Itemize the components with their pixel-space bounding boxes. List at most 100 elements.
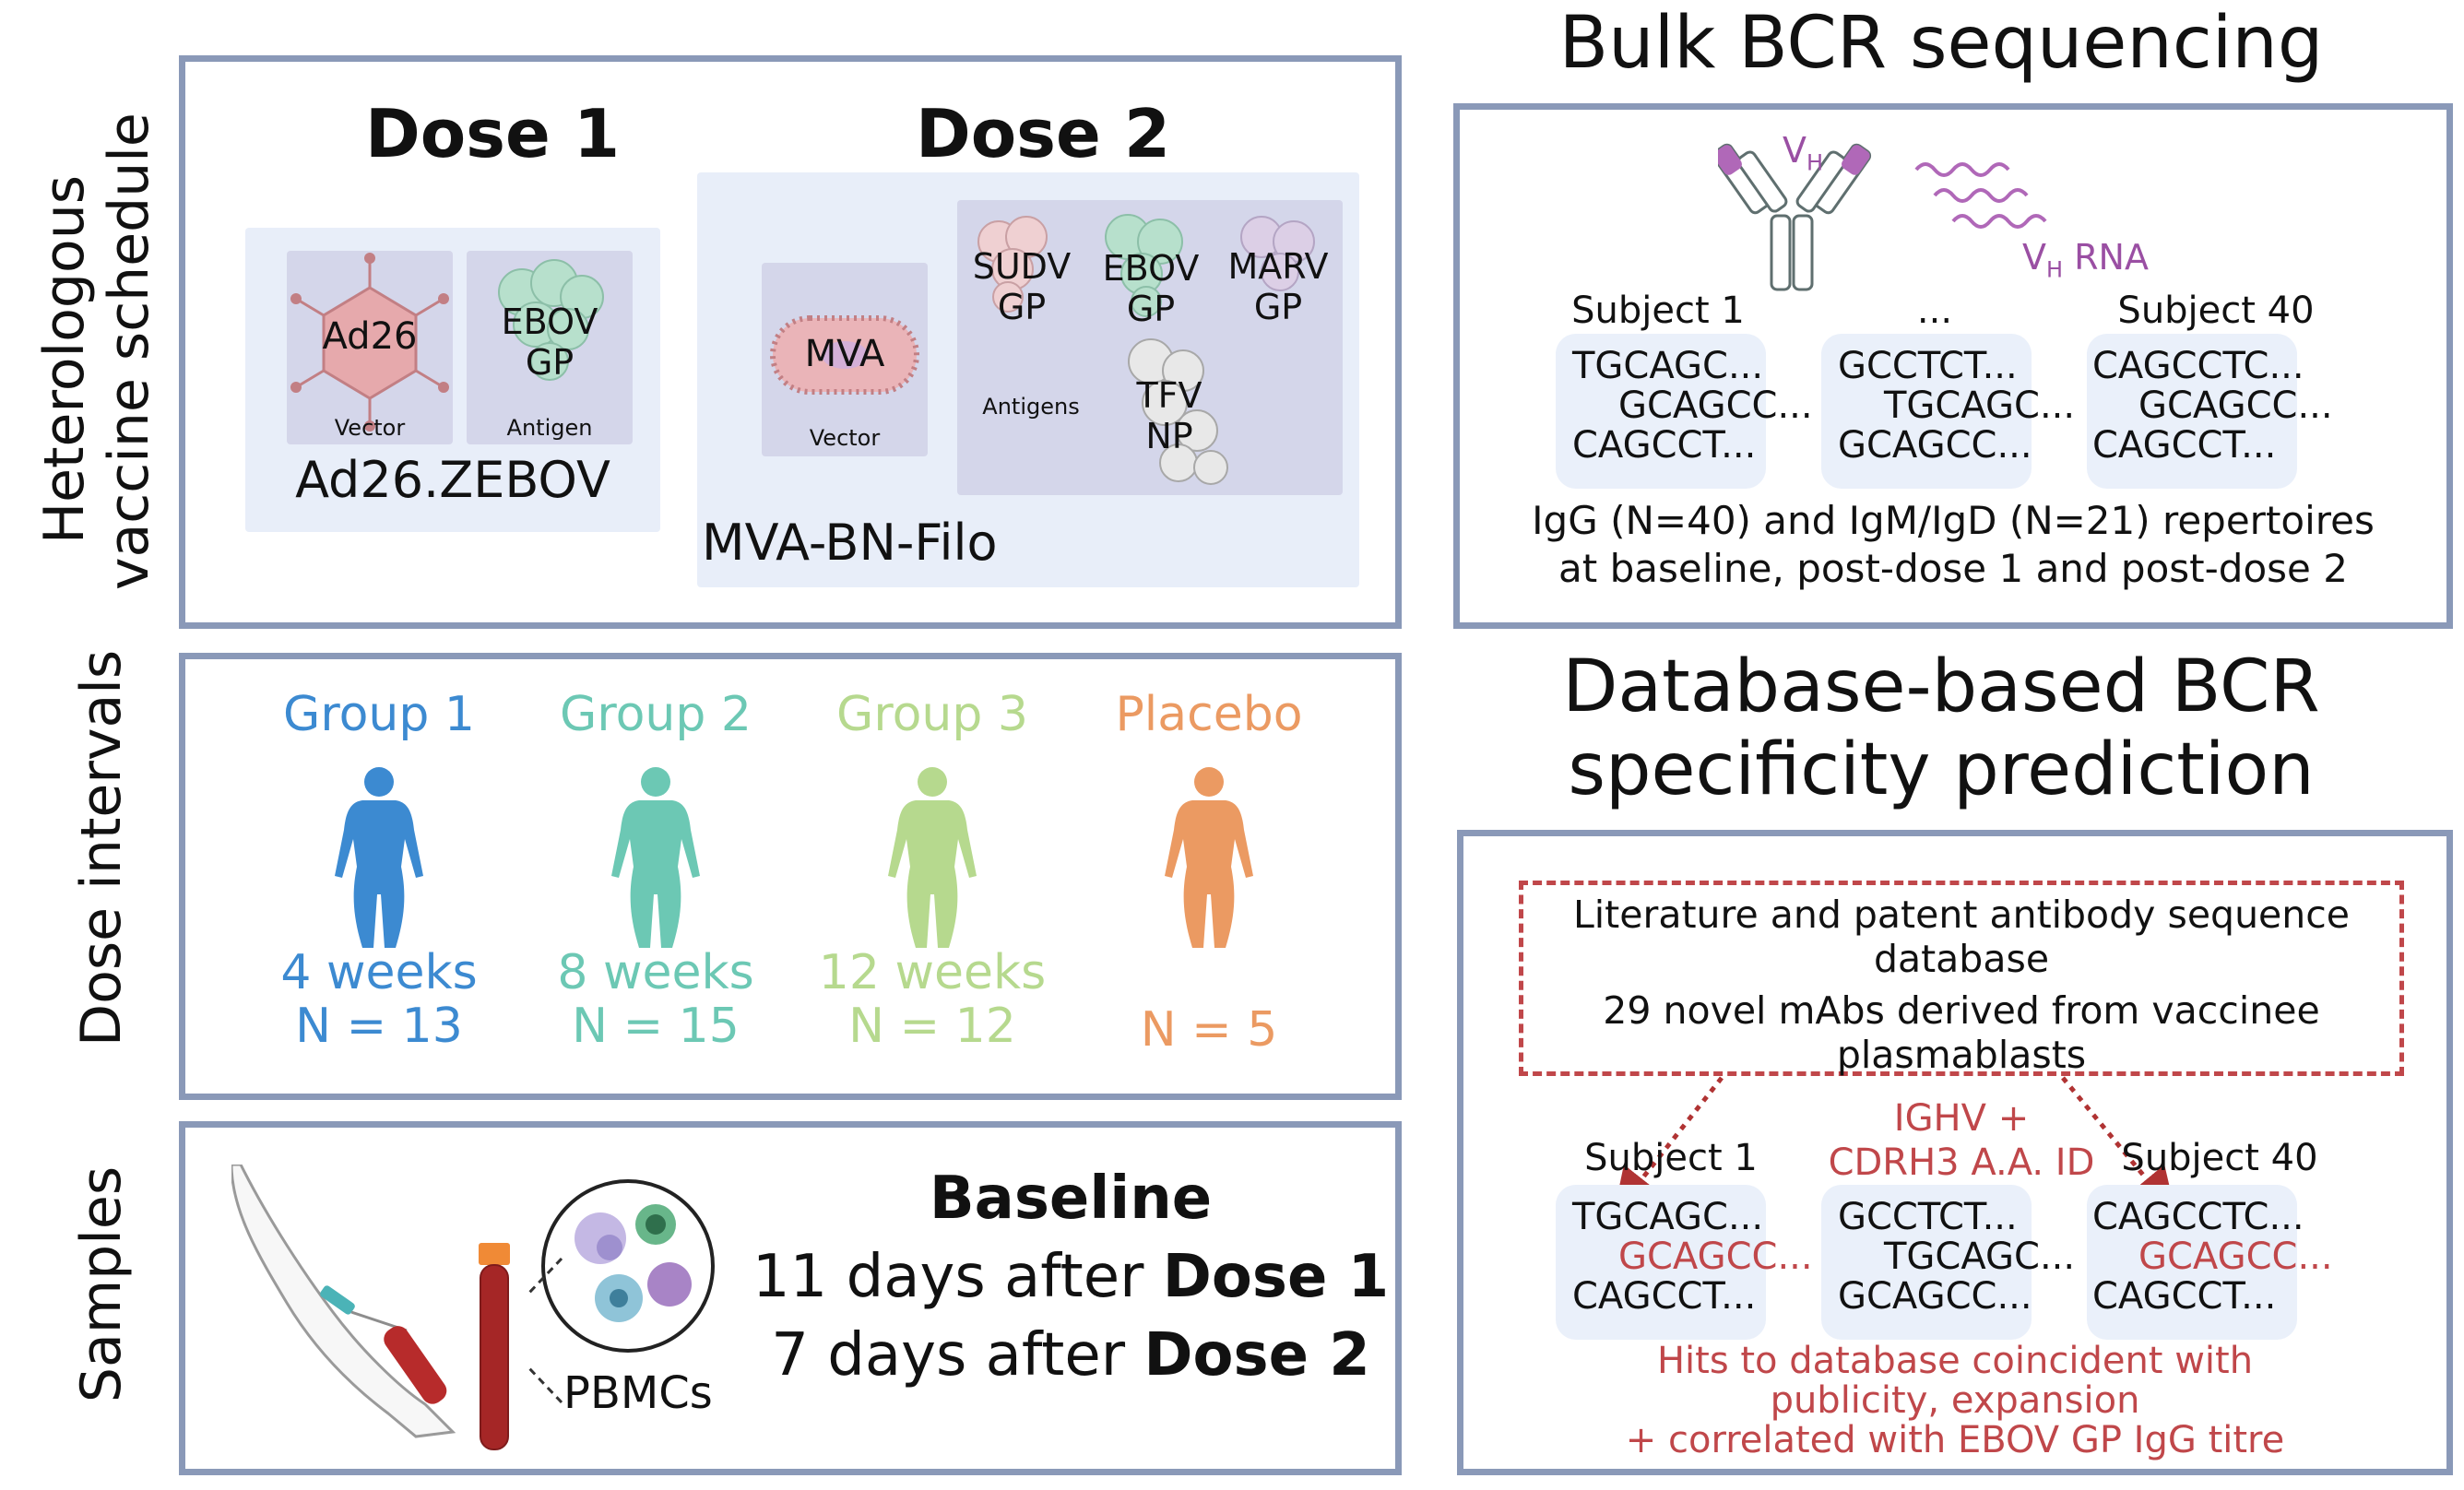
dose2-vector-caption: Vector [809,425,881,451]
person-icon [335,767,423,948]
baseline-label: Baseline [929,1165,1213,1233]
timepoint1-dose: Dose 1 [1162,1243,1390,1311]
ad26-vector-card: Ad26 Vector [287,251,453,444]
seq-line: GCAGCC... [1838,424,2032,467]
bulk-seq-box-1: TGCAGC... GCAGCC... CAGCCT... [1556,334,1813,489]
antibody-icon [1718,143,1872,291]
ebov-antigen-card: EBOV GP Antigen [467,251,633,444]
prediction-seq-box-2: GCCTCT... TGCAGC... GCAGCC... [1821,1185,2075,1340]
hits-line3: + correlated with EBOV GP IgG titre [1625,1419,2285,1461]
arm-blood-draw-icon [231,1165,456,1438]
person-icon [611,767,700,948]
bulk-seq-box-2: GCCTCT... TGCAGC... GCAGCC... [1821,334,2075,489]
sudv-gp-icon [977,216,1048,313]
timepoint2-prefix: 7 days after [771,1321,1144,1389]
seq-line: TGCAGC... [1884,1236,2076,1278]
marv-line1: MARV [1227,246,1329,287]
marv-gp-label: MARV GP [1214,246,1343,327]
samples-panel: PBMCs Baseline 11 days after Dose 1 7 da… [179,1121,1402,1475]
timepoint1-prefix: 11 days after [752,1243,1163,1311]
tfv-np-icon [1128,338,1228,485]
marv-gp-icon [1240,216,1315,291]
group-name: Group 2 [560,687,752,742]
antibody-database-box: Literature and patent antibody sequence … [1519,881,2404,1077]
prediction-title: Database-based BCR specificity predictio… [1457,645,2425,811]
seq-line-hit: GCAGCC... [1618,1236,1813,1278]
antigens-caption: Antigens [982,394,1080,420]
mva-product-name: MVA-BN-Filo [702,514,998,572]
sudv-line1: SUDV [972,246,1072,287]
prediction-title-line2: specificity prediction [1568,728,2315,811]
samples-side-label: Samples [69,1165,134,1403]
person-icon [888,767,977,948]
hits-caption: Hits to database coincident with publici… [1463,1342,2446,1460]
seq-line: CAGCCT... [2092,1275,2277,1318]
person-icon [1165,767,1253,948]
seq-line: CAGCCT... [1572,1275,1757,1318]
mva-label: MVA [804,333,885,375]
group-name: Group 1 [283,687,475,742]
db-line4: plasmablasts [1836,1033,2087,1077]
seq-line: CAGCCTC... [2092,1196,2304,1238]
ebov-line1: EBOV [1102,248,1200,289]
match-arrows [1613,1076,2176,1215]
seq-line: GCAGCC... [1838,1275,2032,1318]
prediction-title-line1: Database-based BCR [1562,645,2320,728]
db-line2: database [1873,937,2050,981]
filovirus-antigen-icons [977,214,1315,485]
bulk-panel: VH VH RNA Subject 1 ... Subject 40 TGCAG… [1453,103,2453,629]
vh-subscript: H [1807,149,1824,176]
schedule-side-label: Heterologous vaccine schedule [32,112,161,590]
magnify-lines-icon [527,1257,563,1404]
db-line3: 29 novel mAbs derived from vaccinee [1603,988,2320,1033]
dose1-card: Ad26 Vector EBOV GP Antigen Ad26.ZEBOV [245,228,660,532]
bulk-caption: IgG (N=40) and IgM/IgD (N=21) repertoire… [1460,497,2446,593]
tfv-line1: TFV [1136,375,1202,416]
seq-line: GCAGCC... [1618,384,1813,427]
pbmcs-label: PBMCs [563,1367,713,1419]
vh-letter: V [1783,130,1807,171]
timepoint2-dose: Dose 2 [1143,1321,1370,1389]
dose1-antigen-label: EBOV GP [467,302,633,383]
bulk-subject-last: Subject 40 [2117,290,2315,332]
dose1-title: Dose 1 [364,95,621,172]
match-criteria-label: IGHV + CDRH3 A.A. ID [1814,1096,2109,1185]
sudv-line2: GP [997,287,1047,327]
sudv-gp-label: SUDV GP [957,246,1086,327]
dose1-vector-caption: Vector [334,415,406,441]
dose2-card: MVA Vector SUDV GP [697,172,1359,587]
sample-timepoint-dose2: 7 days after Dose 2 [739,1321,1403,1389]
group-count: N = 13 [295,999,463,1054]
dose1-antigen-line1: EBOV [501,302,598,342]
prediction-subject-last: Subject 40 [2121,1137,2318,1179]
seq-line-hit: GCAGCC... [2138,1236,2333,1278]
marv-line2: GP [1253,287,1303,327]
seq-line: GCCTCT... [1838,345,2018,387]
pbmc-cells-icon [541,1179,715,1353]
prediction-seq-box-3: CAGCCTC... GCAGCC... CAGCCT... [2087,1185,2333,1340]
bulk-caption-line2: at baseline, post-dose 1 and post-dose 2 [1558,546,2348,591]
seq-line: GCCTCT... [1838,1196,2018,1238]
ebov-line2: GP [1126,289,1176,329]
group-interval: 12 weeks [818,945,1047,1000]
schedule-label-line2: vaccine schedule [97,112,161,590]
vh-label: VH [1783,130,1823,176]
seq-line: GCAGCC... [2138,384,2333,427]
ad26-virus-icon [290,253,449,432]
mva-virus-icon [770,315,919,395]
rna-suffix: RNA [2063,237,2149,278]
schedule-panel: Dose 1 Ad26 Vector [179,55,1402,629]
ebov-gp-protein-icon [498,259,604,381]
hits-line1: Hits to database coincident with [1656,1340,2254,1382]
prediction-subject-first: Subject 1 [1584,1137,1758,1179]
dose1-antigen-line2: GP [525,342,575,383]
group-count: N = 15 [572,999,740,1054]
seq-line: TGCAGC... [1572,1196,1764,1238]
bulk-subject-first: Subject 1 [1571,290,1745,332]
ebov-gp-icon [1105,214,1183,317]
prediction-panel: Literature and patent antibody sequence … [1457,830,2453,1475]
